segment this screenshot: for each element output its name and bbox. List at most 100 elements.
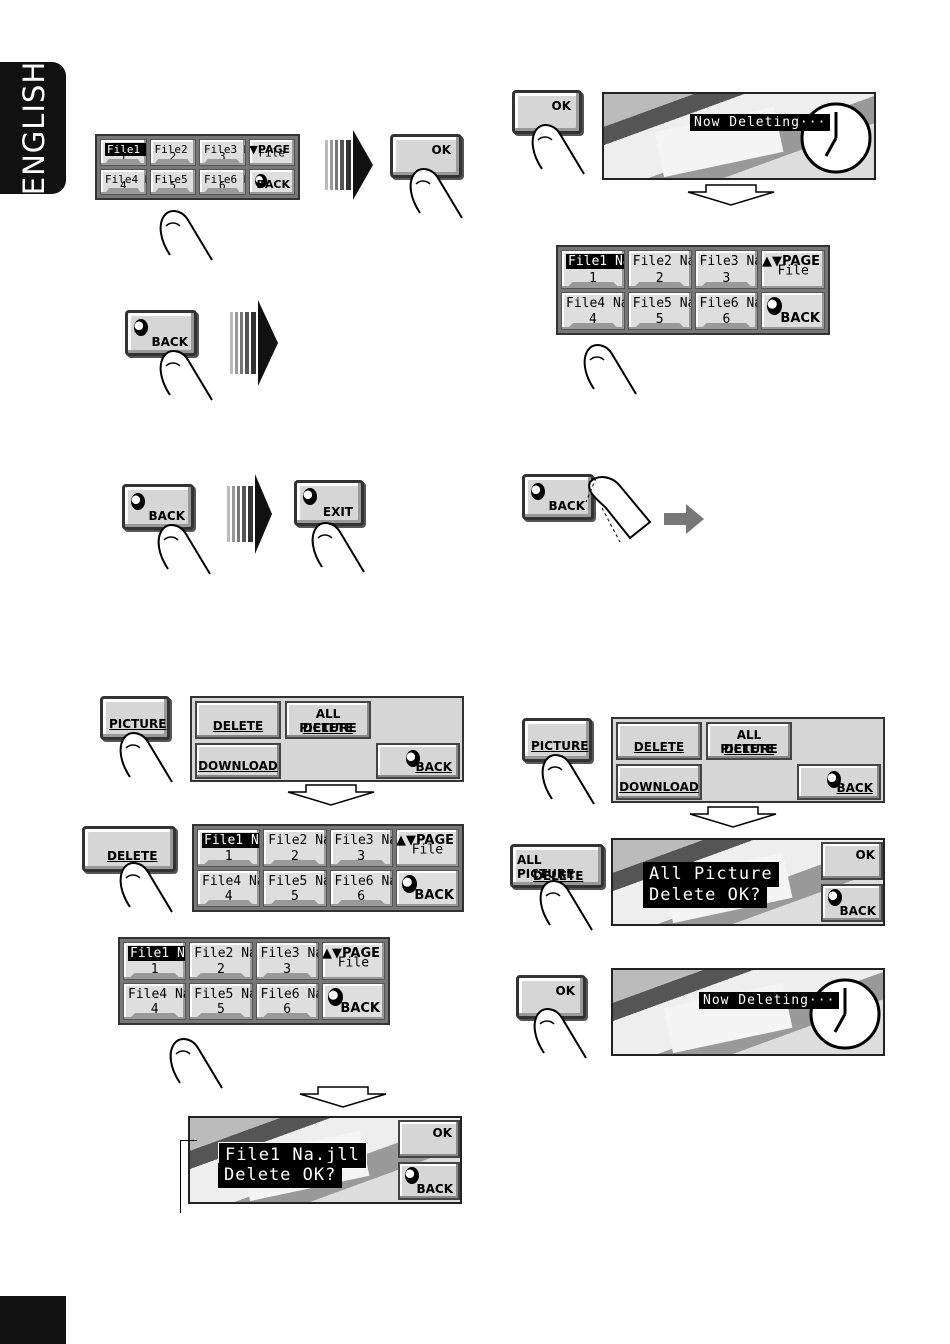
back-label: BACK — [340, 1001, 380, 1016]
slot-tab — [104, 158, 142, 165]
exit-button[interactable]: EXIT — [294, 480, 364, 526]
slot-tab — [203, 158, 241, 165]
back-menu-button[interactable]: BACK — [797, 764, 881, 800]
back-button[interactable]: BACK — [398, 1162, 460, 1200]
file-slot-1[interactable]: File1 Na1 — [197, 829, 261, 867]
back-button[interactable]: BACK — [248, 168, 295, 195]
file-name: File1 Na — [128, 946, 186, 961]
back-button[interactable]: BACK — [125, 310, 197, 356]
file-name: File4 Na — [105, 172, 146, 186]
slot-tab — [195, 972, 247, 979]
file-name: File2 Na — [154, 143, 196, 156]
back-button[interactable]: BACK — [321, 982, 385, 1020]
delete-ok-message: Delete OK? — [218, 1163, 343, 1188]
ok-button[interactable]: OK — [821, 842, 883, 880]
download-menu-button[interactable]: DOWNLOAD — [616, 764, 702, 800]
delete-button[interactable]: DELETE — [82, 826, 176, 872]
deleting-screen: Now Deleting··· — [602, 92, 876, 180]
finger-pointer-icon — [119, 732, 173, 783]
back-menu-button[interactable]: BACK — [376, 743, 460, 779]
file-label: File — [777, 263, 809, 279]
file-label: File — [337, 955, 370, 971]
back-label: BACK — [256, 178, 291, 191]
slot-tab — [269, 900, 321, 906]
slot-tab — [269, 859, 321, 866]
file-name: File6 Na — [699, 295, 759, 311]
slot-tab — [154, 188, 192, 194]
ok-button[interactable]: OK — [398, 1120, 460, 1158]
picture-button[interactable]: PICTURE — [522, 718, 592, 762]
back-button[interactable]: BACK — [761, 291, 825, 330]
file-name: File3 Na — [204, 143, 245, 156]
file-number: 3 — [218, 149, 226, 163]
file-number: 4 — [150, 1002, 159, 1017]
slot-tab — [195, 1013, 247, 1019]
file-slot-1[interactable]: File1 Na1 — [123, 942, 187, 980]
control-dial-icon — [134, 319, 148, 336]
slot-tab — [566, 281, 619, 288]
file-slot-3[interactable]: File3 Na3 — [199, 139, 246, 166]
next-step-arrow-icon — [230, 300, 278, 386]
file-number: 1 — [119, 149, 127, 163]
file-name: File5 Na — [268, 873, 327, 889]
finger-pointer-icon — [159, 210, 213, 261]
file-number: 1 — [150, 961, 159, 977]
back-button[interactable]: BACK — [395, 869, 459, 907]
all-picture-delete-menu-button[interactable]: ALL PICTURE DELETE — [706, 722, 792, 760]
slot-tab — [566, 323, 619, 329]
file-name: File1 Na — [105, 143, 146, 156]
file-name: File4 Na — [128, 986, 187, 1002]
all-picture-delete-menu-button[interactable]: ALL PICTURE DELETE — [285, 701, 371, 739]
file-name: File2 Na — [194, 946, 253, 961]
finger-pointer-icon — [585, 476, 652, 543]
control-dial-icon — [531, 483, 545, 500]
page-corner-tab — [0, 1296, 66, 1344]
deleting-screen: Now Deleting··· — [611, 968, 885, 1056]
finger-pointer-icon — [159, 350, 213, 401]
file-slot-4[interactable]: File4 Na4 — [100, 168, 147, 195]
delete-menu-button[interactable]: DELETE — [616, 722, 702, 760]
download-menu-button[interactable]: DOWNLOAD — [195, 743, 281, 779]
slot-tab — [128, 1013, 181, 1019]
all-picture-message: All Picture — [643, 862, 779, 887]
finger-pointer-icon — [157, 524, 211, 575]
back-button[interactable]: BACK — [522, 474, 594, 520]
back-button[interactable]: BACK — [821, 884, 883, 922]
file-name: File5 Na — [154, 172, 196, 186]
back-button[interactable]: BACK — [122, 484, 194, 530]
file-number: 2 — [655, 270, 664, 286]
delete-menu-button[interactable]: DELETE — [195, 701, 281, 739]
file-slot-1[interactable]: File1 Na1 — [100, 139, 147, 166]
file-slot-5[interactable]: File5 Na5 — [149, 168, 196, 195]
file-slot-6[interactable]: File6 Na6 — [199, 168, 246, 195]
file-name: File5 Na — [194, 986, 253, 1002]
file-slot-2[interactable]: File2 Na2 — [149, 139, 196, 166]
language-label: ENGLISH — [17, 60, 51, 196]
page-label: ▲▼PAGE — [396, 833, 454, 848]
all-picture-delete-button[interactable]: ALL PICTURE DELETE — [510, 844, 604, 888]
file-number: 6 — [357, 889, 366, 904]
finger-pointer-icon — [539, 880, 593, 931]
